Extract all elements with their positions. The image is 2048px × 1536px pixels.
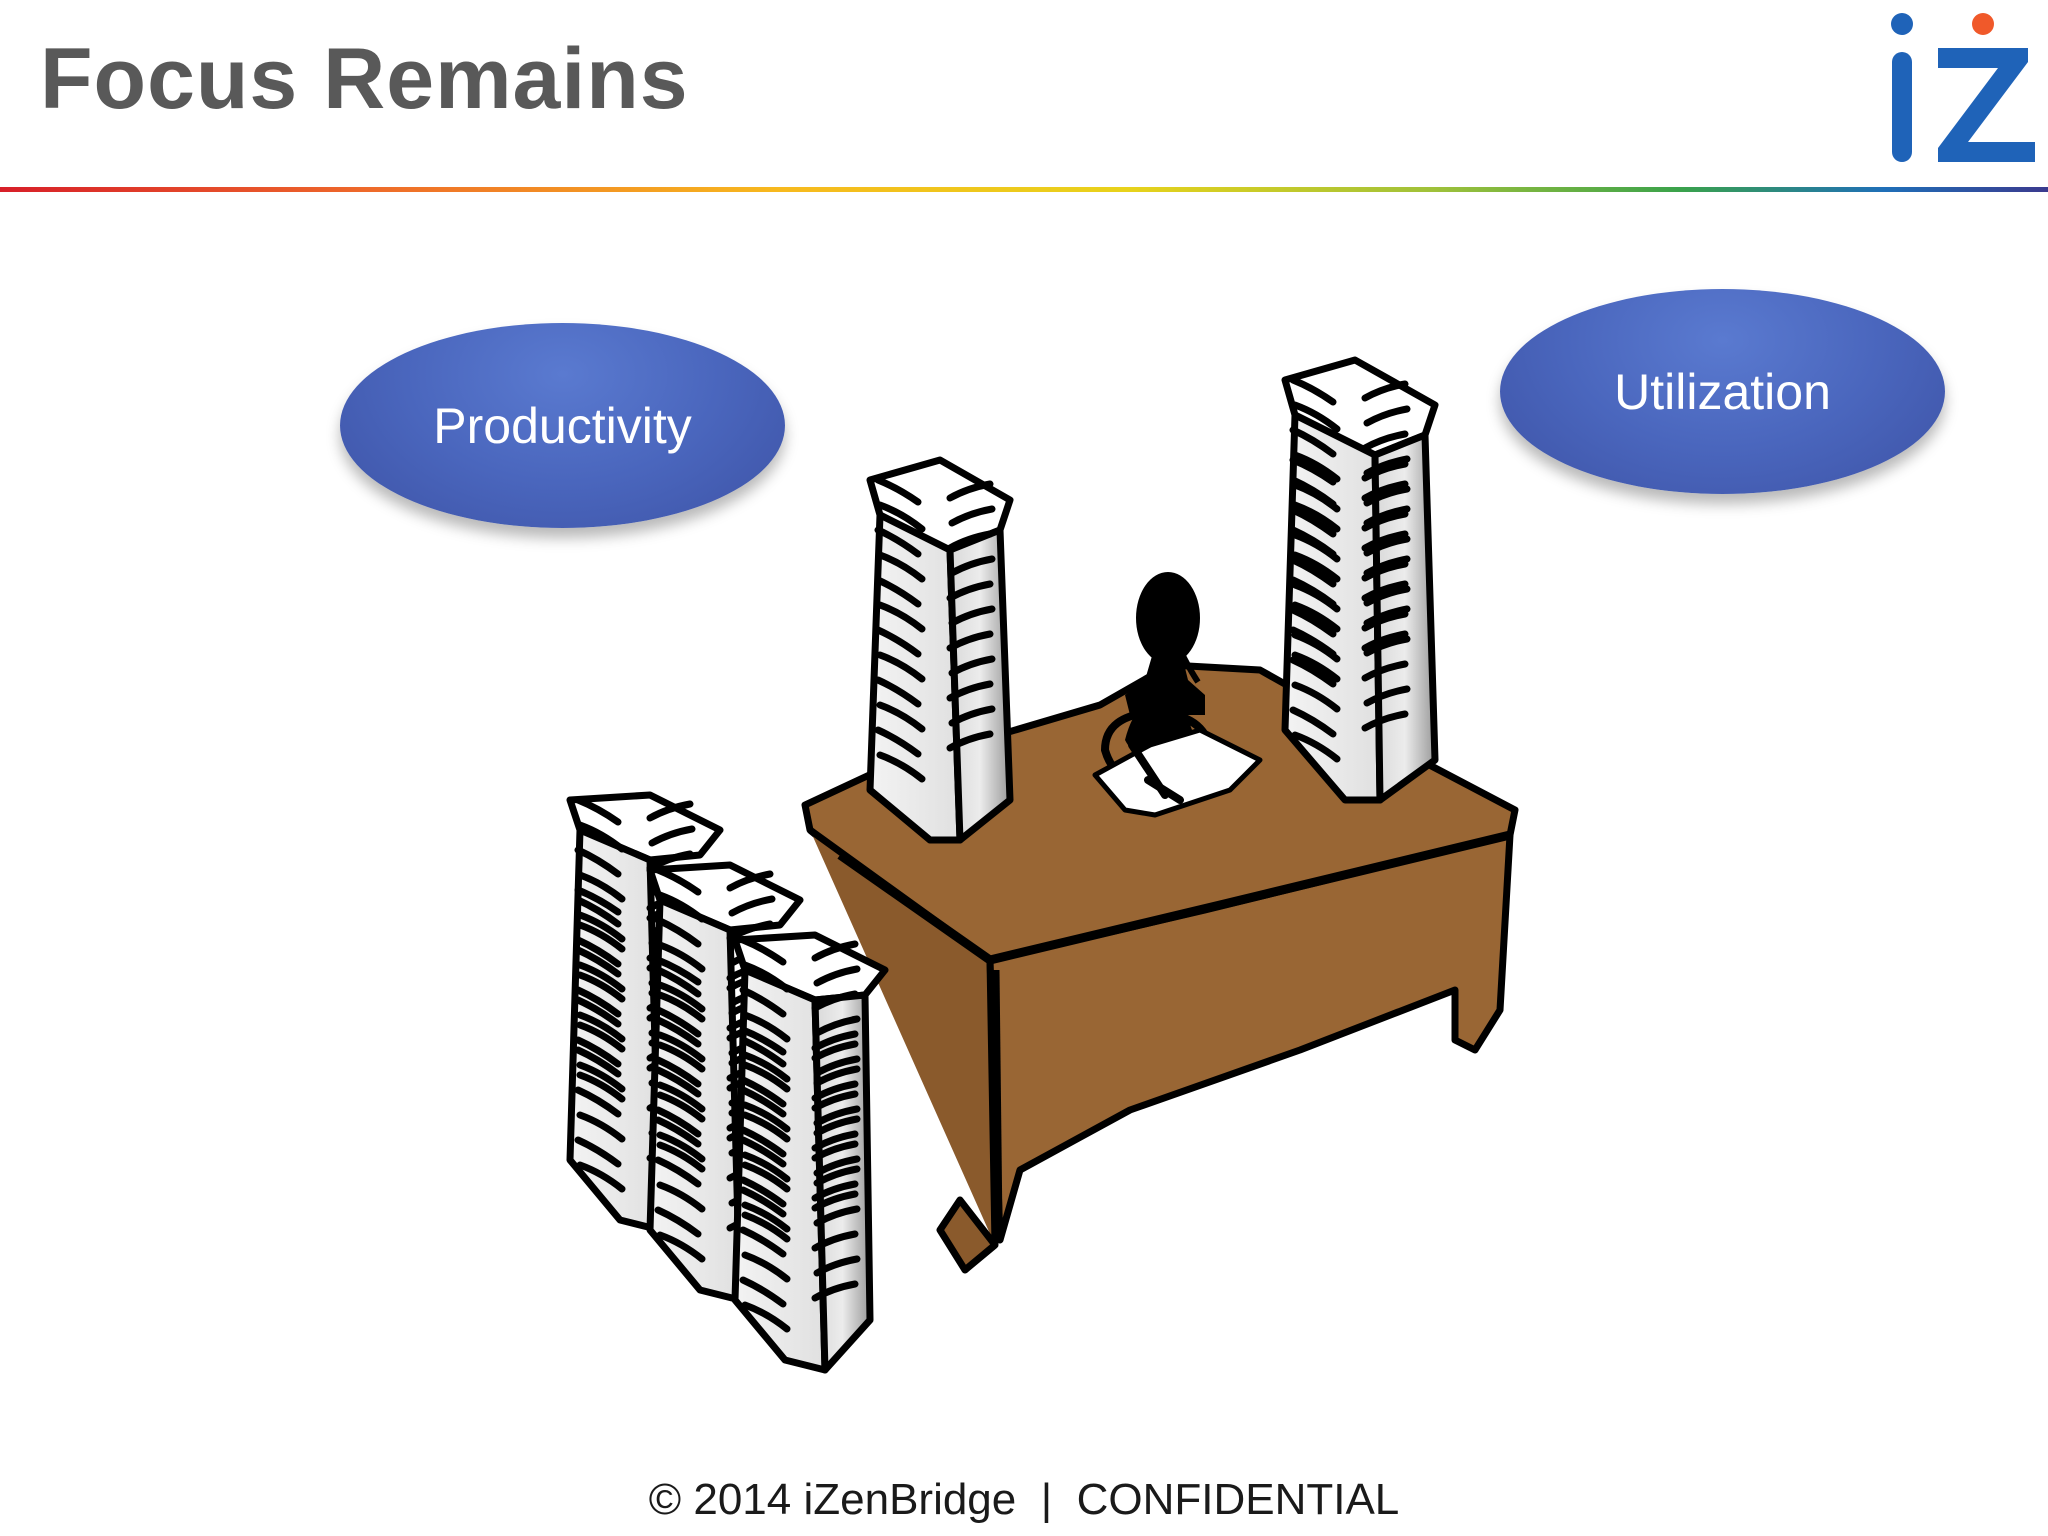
izenbridge-logo-icon xyxy=(1880,6,2040,176)
desk-paper-stacks-illustration xyxy=(540,350,1540,1390)
productivity-bubble: Productivity xyxy=(340,323,785,528)
productivity-label: Productivity xyxy=(433,397,692,454)
paper-stack-left-2 xyxy=(646,861,804,1304)
title-divider xyxy=(0,187,2048,192)
utilization-label: Utilization xyxy=(1614,363,1831,420)
paper-stack-right xyxy=(1281,356,1439,804)
footer-copyright: © 2014 iZenBridge | CONFIDENTIAL xyxy=(648,1475,1400,1524)
slide-title: Focus Remains xyxy=(40,31,689,127)
paper-stack-center xyxy=(866,456,1014,844)
paper-stack-left-3 xyxy=(731,931,889,1374)
paper-stack-left-1 xyxy=(566,791,724,1234)
person xyxy=(1092,572,1263,818)
utilization-bubble: Utilization xyxy=(1500,289,1945,494)
